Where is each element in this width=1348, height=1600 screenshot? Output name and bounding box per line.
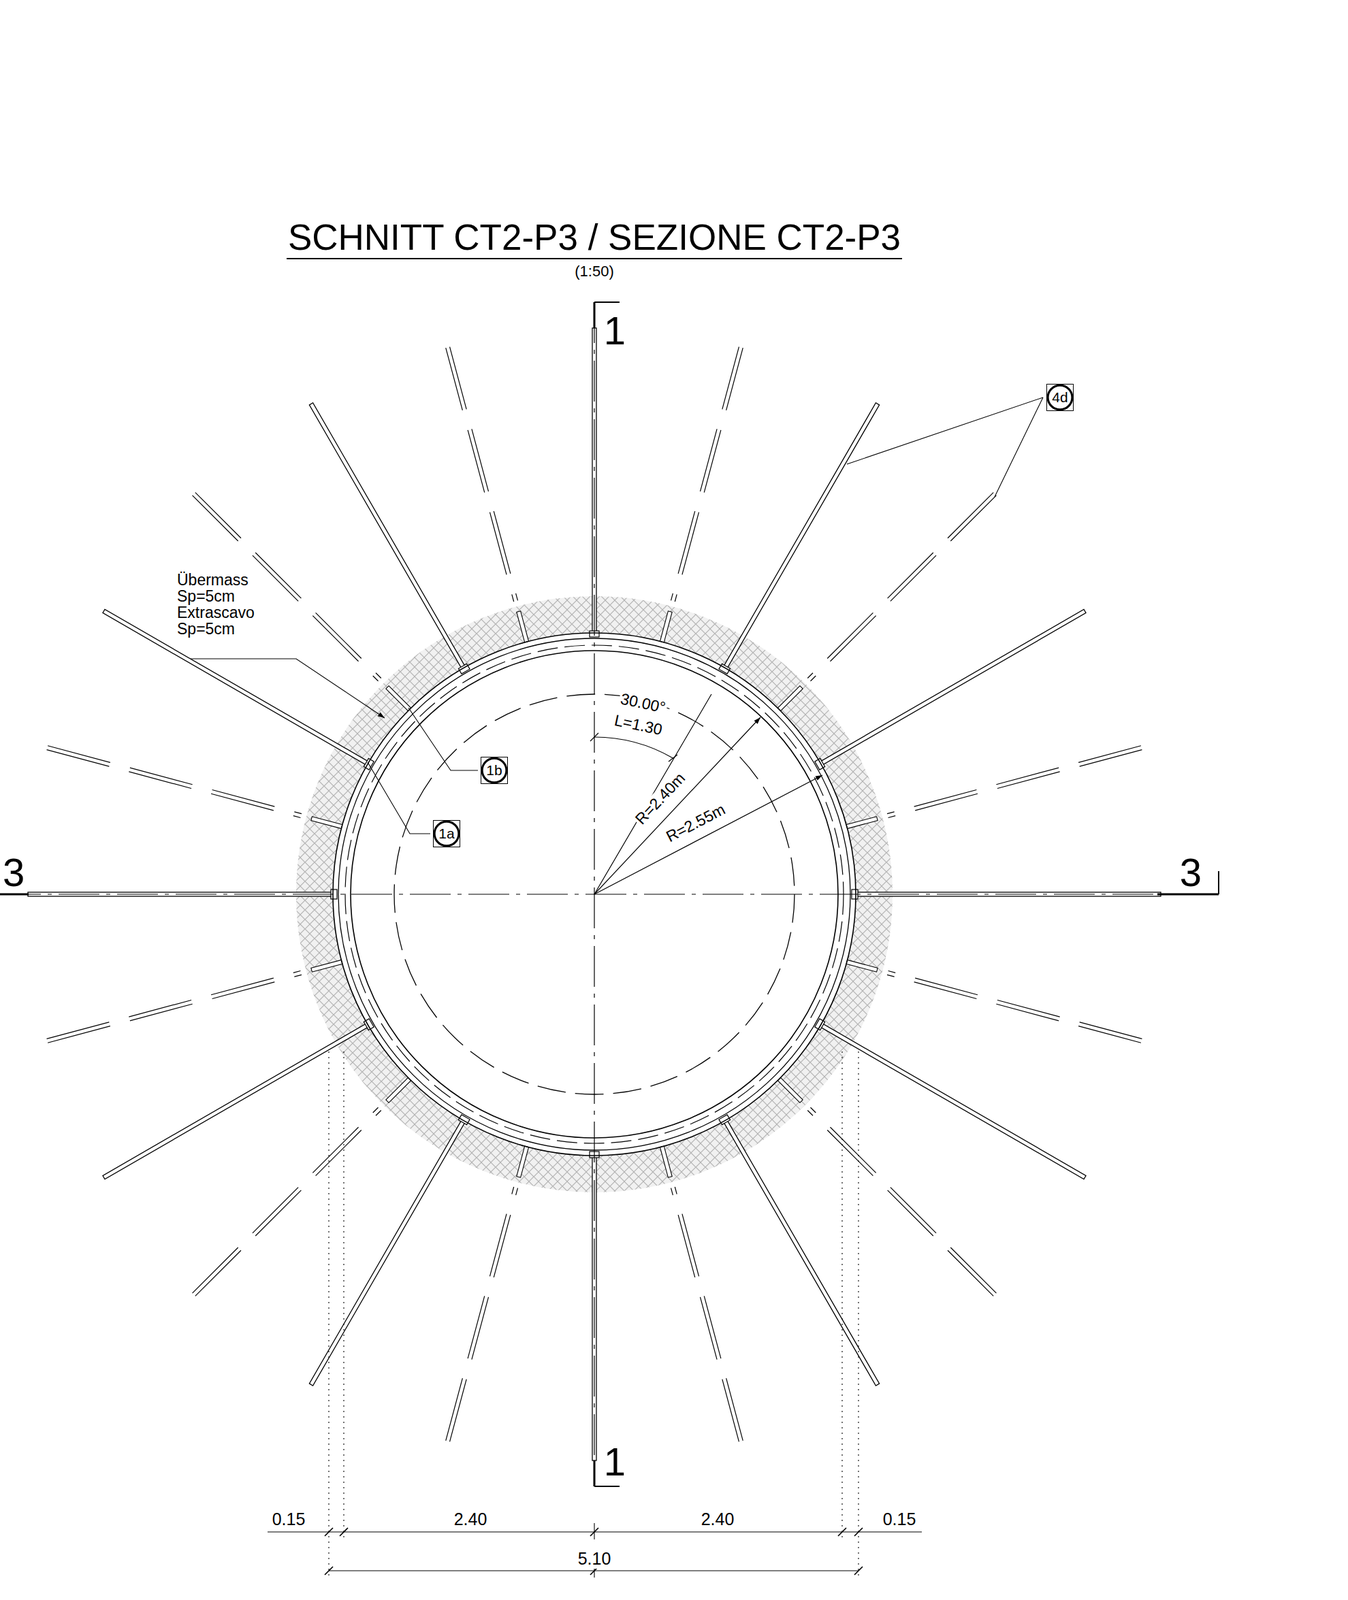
callout-circle [1047, 385, 1073, 410]
overbreak-note: Übermass Sp=5cm Extrascavo Sp=5cm [175, 571, 256, 638]
callout-box: 1a [432, 820, 461, 848]
drawing-part [814, 1019, 1088, 1182]
dimension-text: 0.15 [270, 1510, 308, 1530]
dimension-lines [267, 1051, 922, 1579]
radius-dimension: R=2.55m [662, 800, 730, 847]
section-mark: 3 [1, 853, 26, 893]
arc-length: L=1.30 [611, 712, 666, 740]
drawing-part [857, 1051, 859, 1579]
radius-dimension: R=2.40m [631, 769, 690, 830]
drawing-part [307, 401, 470, 674]
callout-circle [434, 821, 459, 847]
drawing-part [343, 1051, 344, 1540]
drawing-part [593, 302, 596, 329]
centre-lines [0, 302, 1219, 1487]
drawing-part [594, 1486, 620, 1488]
drawing-part [307, 1115, 470, 1388]
drawing-part [846, 746, 1142, 830]
drawing-part [718, 401, 882, 674]
drawing-part [814, 607, 1088, 770]
drawing-part [846, 959, 1142, 1043]
callout-number: 1b [486, 762, 502, 779]
leader-lines [190, 397, 1043, 834]
section-mark: 1 [602, 1442, 628, 1483]
drawing-part [590, 733, 678, 762]
dimension-text: 2.40 [452, 1510, 489, 1530]
drawing-part [328, 1051, 329, 1579]
dimension-text: 0.15 [881, 1510, 918, 1530]
callout-number: 1a [438, 825, 455, 843]
drawing-title: SCHNITT CT2-P3 / SEZIONE CT2-P3 [286, 219, 903, 260]
drawing-part [594, 301, 620, 303]
section-mark: 1 [602, 311, 628, 351]
drawing-part [594, 737, 674, 759]
drawing-part [0, 893, 1219, 895]
drawing-part [367, 762, 431, 834]
drawing-part [777, 492, 997, 712]
drawing-part [46, 746, 343, 830]
dimension-text: 5.10 [576, 1550, 613, 1570]
scale-note: (1:50) [573, 263, 615, 280]
callout-number: 4d [1051, 389, 1068, 406]
callout-box: 4d [1046, 383, 1074, 412]
drawing-part [594, 717, 761, 895]
drawing-part [659, 1146, 743, 1442]
drawing-part [445, 347, 529, 643]
drawing-part [594, 694, 712, 895]
drawing-part [190, 659, 385, 719]
drawing-part [445, 1146, 529, 1442]
callout-circle [482, 758, 507, 783]
dimension-text: 2.40 [699, 1510, 736, 1530]
drawing-part [593, 1461, 596, 1487]
drawing-part [1217, 871, 1220, 895]
section-marks [0, 302, 1219, 1487]
drawing-part [324, 1528, 863, 1537]
drawing-part [846, 397, 1043, 465]
drawing-part [659, 347, 743, 643]
callout-box: 1b [480, 757, 508, 785]
drawing-part [0, 893, 29, 896]
drawing-part [994, 397, 1043, 497]
drawing-part [192, 1077, 412, 1297]
drawing-part [408, 708, 478, 771]
drawing-part [841, 1051, 843, 1540]
drawing-part [1157, 893, 1219, 896]
radius-dimensions [590, 694, 823, 895]
drawing-part [718, 1115, 882, 1388]
drawing-part [777, 1077, 997, 1297]
drawing-part [594, 775, 823, 895]
section-mark: 3 [1178, 853, 1203, 893]
drawing-part [46, 959, 343, 1043]
drawing-part [101, 1019, 374, 1182]
